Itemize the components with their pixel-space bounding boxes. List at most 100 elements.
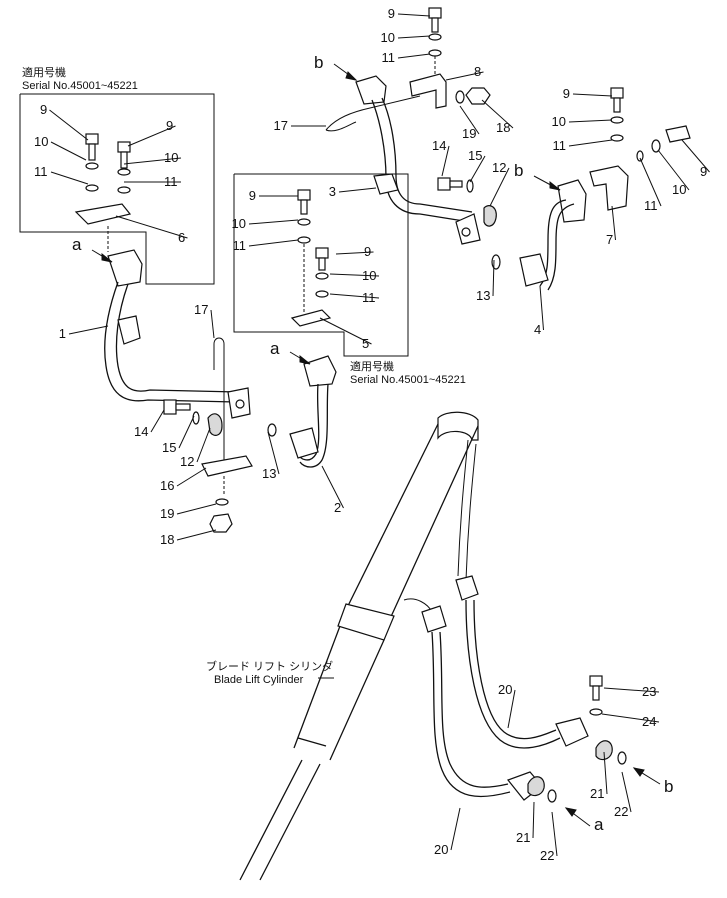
leader-line [551, 811, 558, 857]
leader-line [176, 467, 207, 487]
leader-line [568, 119, 613, 123]
callout-c-9f: 9 [249, 188, 298, 203]
leader-line [481, 99, 514, 129]
leader-line [68, 325, 109, 335]
callout-c-15a: 15 [468, 148, 486, 183]
callout-c-24: 24 [601, 713, 660, 729]
callout-number: 12 [492, 160, 506, 175]
callout-c-12a: 12 [489, 160, 510, 207]
leader-line [445, 71, 484, 81]
callout-c-1: 1 [59, 325, 109, 341]
leader-line [50, 171, 89, 185]
callout-number: 11 [553, 138, 567, 153]
leader-line [532, 801, 535, 839]
callout-c-11d: 11 [34, 164, 89, 185]
callout-c-14a: 14 [432, 138, 450, 177]
callout-c-3: 3 [329, 184, 377, 199]
cylinder-label-en: Blade Lift Cylinder [214, 674, 304, 686]
leader-line [127, 125, 176, 147]
callout-number: 14 [432, 138, 446, 153]
leader-line [49, 109, 89, 141]
pipe-1 [104, 249, 251, 419]
callout-c-10e: 10 [123, 150, 182, 165]
callout-number: 10 [672, 182, 686, 197]
leader-line [489, 167, 510, 207]
leader-line [150, 409, 165, 433]
pointer-arrows [91, 63, 661, 827]
leader-line [492, 259, 495, 297]
leader-line [507, 689, 516, 729]
reference-letter-l-b1: b [314, 53, 323, 72]
callout-c-23: 23 [603, 684, 660, 699]
leader-line [450, 807, 461, 851]
leader-line [248, 239, 299, 247]
hardware-left [74, 133, 132, 252]
callout-c-20b: 20 [434, 807, 461, 857]
leader-line [176, 529, 217, 541]
callout-c-2: 2 [321, 465, 344, 515]
leader-line [397, 13, 431, 17]
leader-line [603, 687, 660, 693]
callout-c-9d: 9 [40, 102, 89, 141]
leader-line [329, 293, 380, 299]
callout-c-17b: 17 [194, 302, 215, 339]
callout-number: 15 [468, 148, 482, 163]
callout-number: 11 [233, 238, 247, 253]
callout-c-19b: 19 [160, 503, 217, 521]
leader-line [657, 149, 690, 191]
callout-c-9e: 9 [127, 118, 176, 147]
callout-c-9b: 9 [563, 86, 613, 101]
callout-number: 9 [249, 188, 256, 203]
leader-line [469, 155, 486, 183]
callout-c-17a: 17 [274, 118, 326, 133]
serial-note-left: Serial No.45001~45221 [22, 80, 138, 92]
reference-letter-l-a3: a [594, 815, 604, 834]
callout-number: 11 [34, 164, 48, 179]
leader-line [572, 93, 613, 97]
callout-c-10a: 10 [381, 30, 431, 45]
callout-c-20a: 20 [498, 682, 516, 729]
leader-line [338, 187, 377, 193]
leader-line [639, 157, 662, 207]
callout-c-14b: 14 [134, 409, 165, 439]
callout-c-4: 4 [534, 285, 544, 337]
hardware-left-lower [163, 337, 277, 533]
callout-c-11g: 11 [329, 290, 380, 305]
leader-line [601, 713, 660, 723]
callout-number: 2 [334, 500, 341, 515]
callout-c-10g: 10 [329, 268, 380, 283]
hardware-center [290, 189, 332, 327]
callout-number: 24 [642, 714, 656, 729]
callout-number: 1 [59, 326, 66, 341]
callout-c-21b: 21 [516, 801, 535, 845]
callout-number: 22 [540, 848, 554, 863]
leader-line [681, 139, 710, 173]
callout-number: 9 [563, 86, 570, 101]
callout-c-11e: 11 [124, 174, 181, 189]
callout-number: 9 [364, 244, 371, 259]
callout-c-9c: 9 [681, 139, 710, 179]
callout-number: 19 [462, 126, 476, 141]
callout-c-8: 8 [445, 64, 484, 81]
callout-c-19a: 19 [459, 105, 480, 141]
callout-number: 3 [329, 184, 336, 199]
hardware-top-center [409, 7, 491, 109]
leader-line [441, 145, 450, 177]
callout-number: 10 [232, 216, 246, 231]
callout-number: 10 [362, 268, 376, 283]
callout-number: 10 [164, 150, 178, 165]
serial-note-jp-left: 適用号機 [22, 65, 66, 79]
callout-number: 9 [388, 6, 395, 21]
callout-number: 10 [34, 134, 48, 149]
callout-c-5: 5 [319, 317, 372, 351]
serial-box-left: 適用号機 Serial No.45001~45221 [19, 65, 215, 285]
callout-c-10c: 10 [657, 149, 690, 197]
callout-number: 17 [194, 302, 208, 317]
serial-note-jp-center: 適用号機 [350, 359, 394, 373]
leader-line [248, 219, 299, 225]
callout-number: 10 [552, 114, 566, 129]
callout-c-11f: 11 [233, 238, 299, 253]
leader-line [621, 771, 632, 813]
